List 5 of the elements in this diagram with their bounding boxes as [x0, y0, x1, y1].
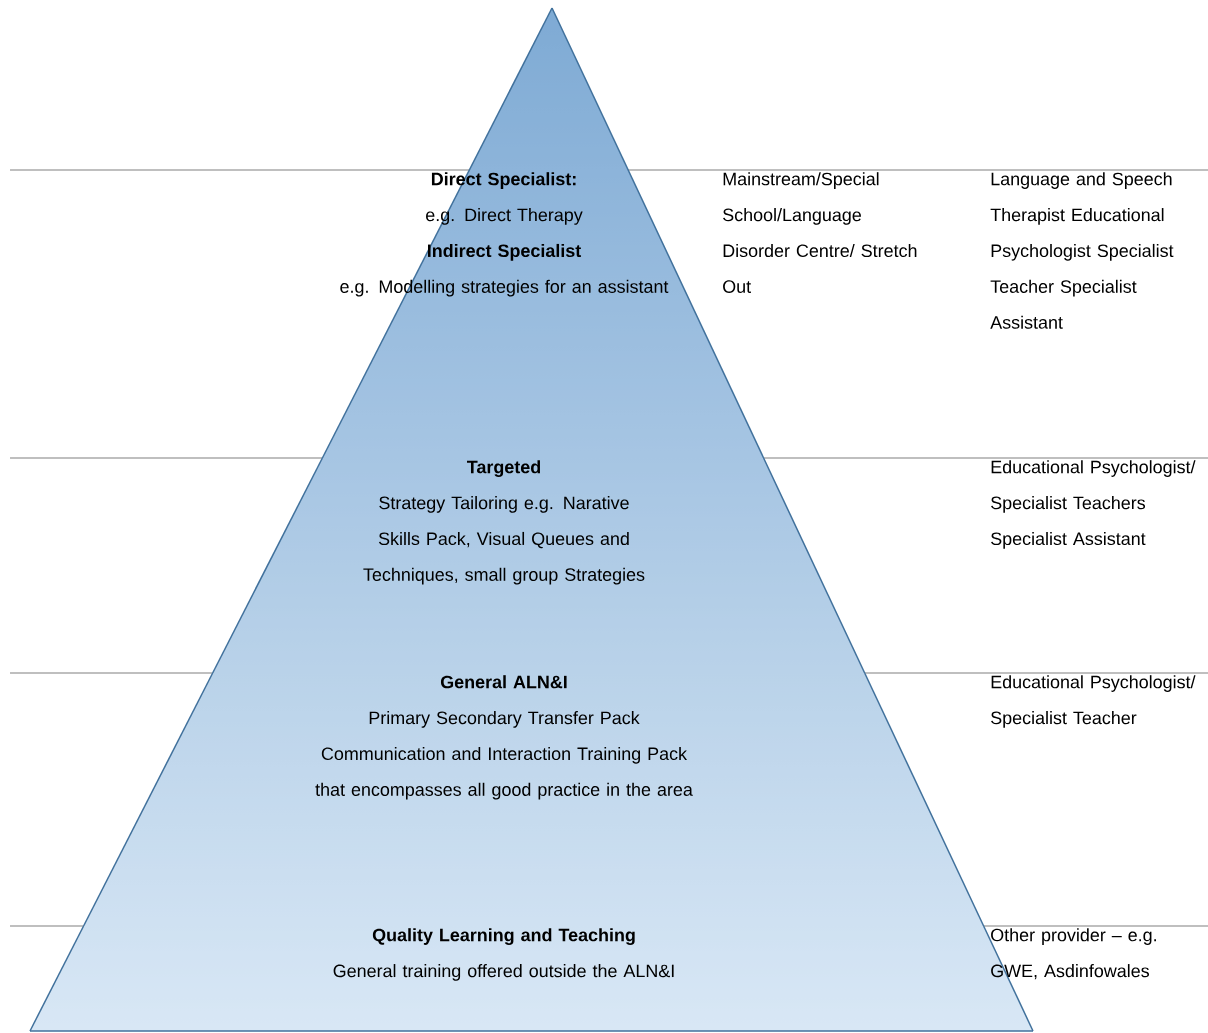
- table-cell: Educational Psychologist/ Specialist Teachers Specialist Assistant: [991, 460, 1196, 549]
- pyramid-band: General ALN&I Primary Secondary Transfer Pack Communication and Interaction Training Pack that encompasses all good practice in the area: [82, 672, 985, 927]
- pyramid-band: Targeted Strategy Tailoring e.g. Narative Skills Pack, Visual Queues and Techniques, small group Strategies: [211, 457, 866, 674]
- table-cell: Mainstream/Special School/Language Disorder Centre/ Stretch Out: [723, 172, 917, 293]
- table-cell: Language and Speech Therapist Educational Psychologist Specialist Teacher Specialist Assistant: [990, 172, 1174, 329]
